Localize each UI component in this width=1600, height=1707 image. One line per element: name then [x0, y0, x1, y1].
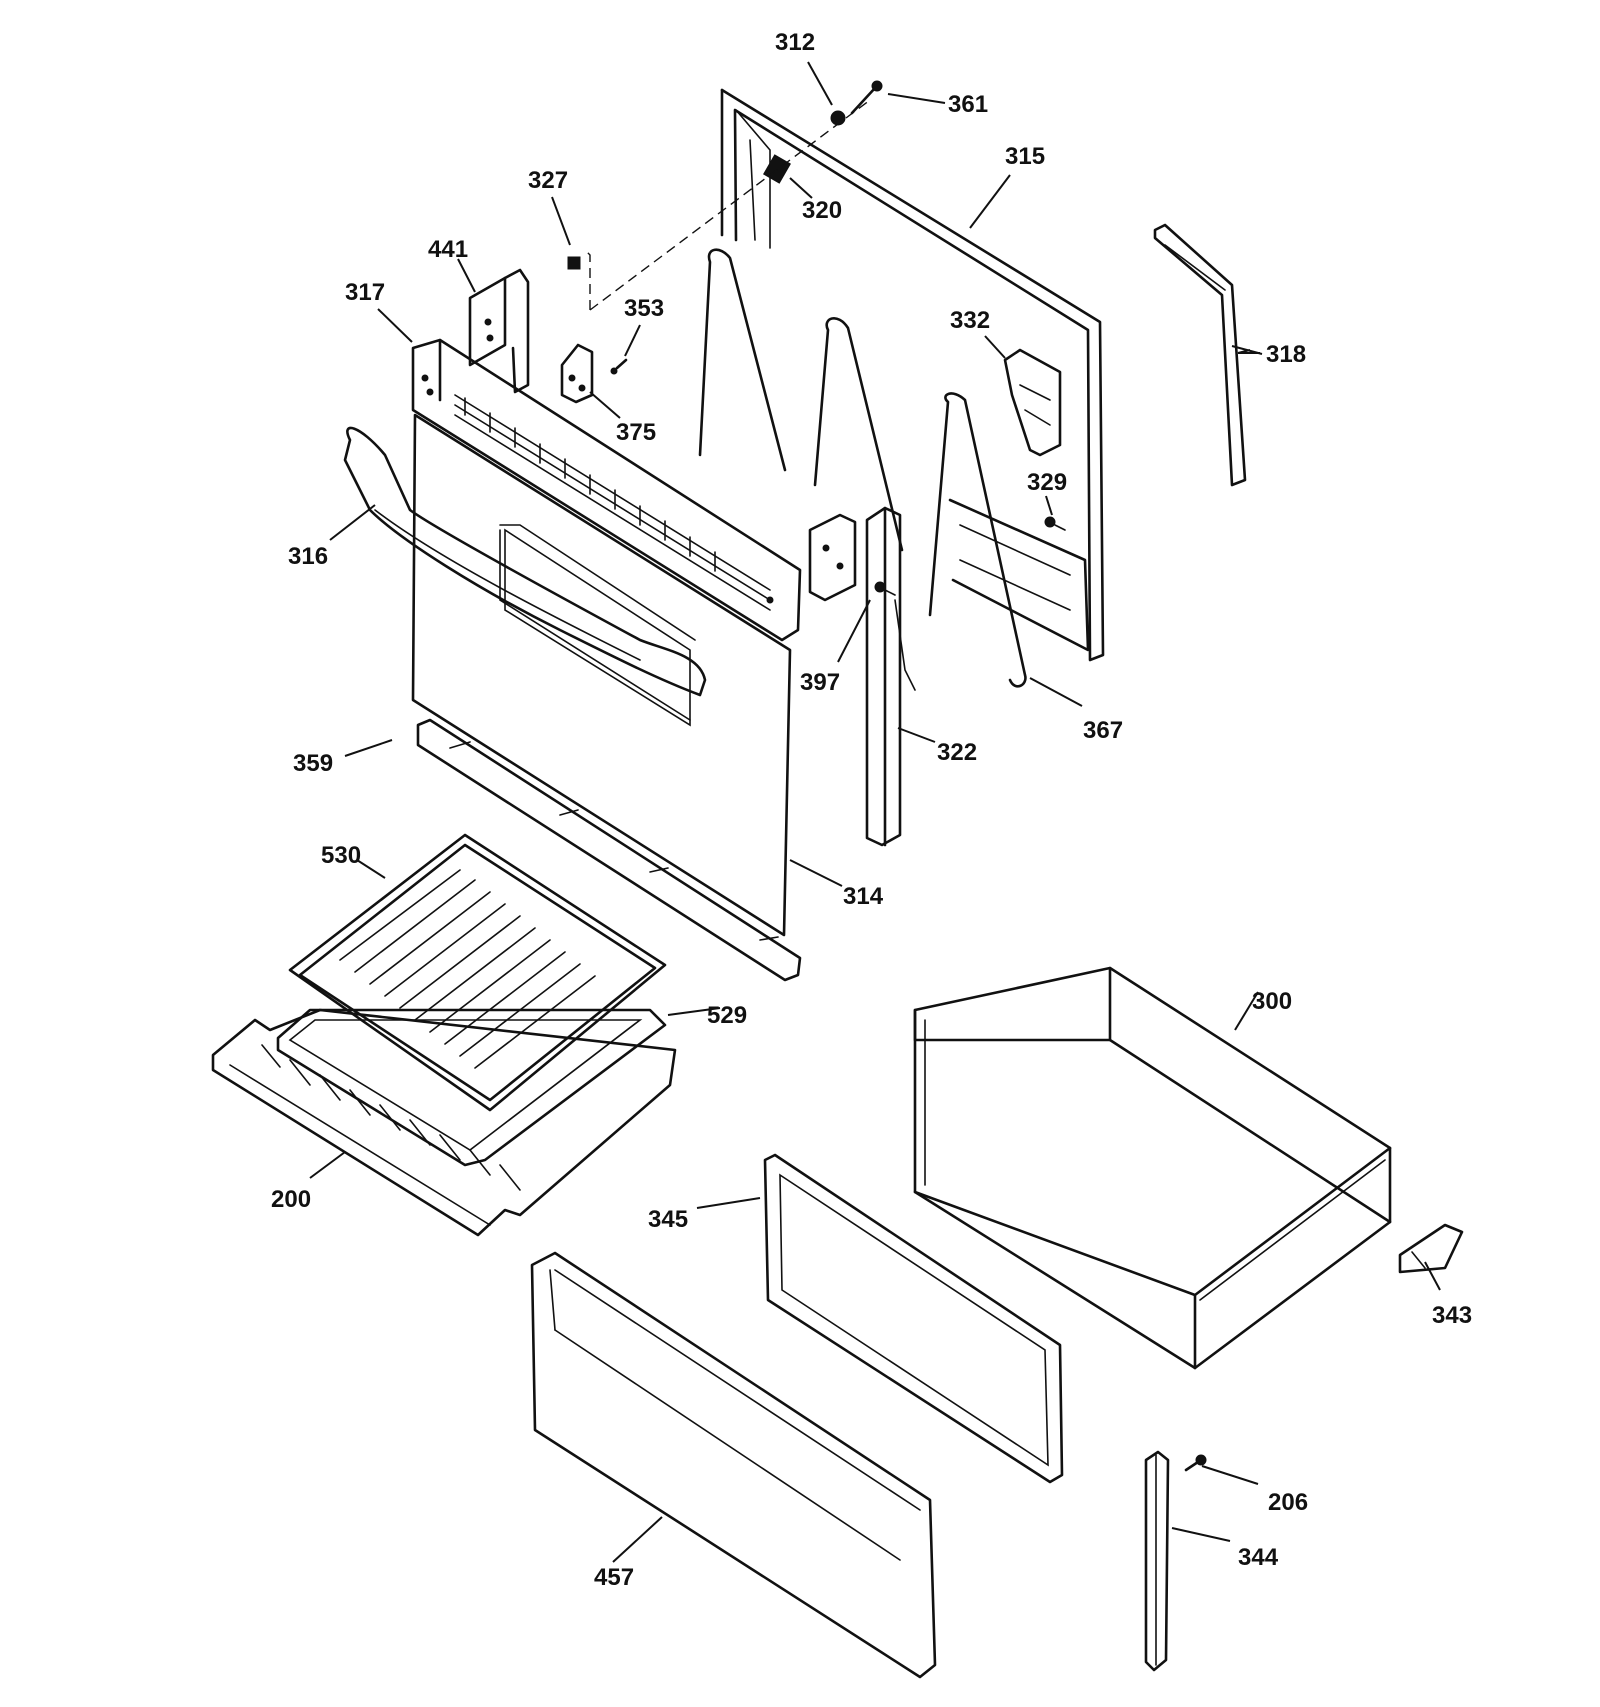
part-322-side-post: [808, 506, 902, 847]
callout-397: 397: [800, 669, 840, 696]
part-359-bottom-trim: [416, 718, 802, 982]
part-327-clip: [567, 256, 581, 270]
leader-lines: [309, 61, 1441, 1563]
callout-361: 361: [948, 91, 988, 118]
callout-320: 320: [802, 197, 842, 224]
callout-530: 530: [321, 842, 361, 869]
part-329-screw: [1044, 516, 1066, 531]
callout-359: 359: [293, 750, 333, 777]
part-353-screw: [610, 358, 628, 375]
callout-367: 367: [1083, 717, 1123, 744]
part-314-oven-door: [411, 413, 792, 937]
part-344-slide-bracket: [1144, 1450, 1170, 1672]
callout-345: 345: [648, 1206, 688, 1233]
callout-314: 314: [843, 883, 884, 910]
callout-316: 316: [288, 543, 328, 570]
callout-318: 318: [1266, 341, 1306, 368]
part-312-nut: [830, 110, 846, 126]
part-530-broiler-grid: [288, 833, 667, 1112]
part-206-screw: [1184, 1454, 1207, 1472]
callout-441: 441: [428, 236, 468, 263]
part-375-bracket: [560, 343, 594, 404]
callout-labels: 312 361 315 320 327 441 317 353 375 332 …: [271, 29, 1472, 1591]
part-318-side-trim: [1153, 223, 1247, 487]
part-343-drawer-glide: [1398, 1223, 1464, 1274]
callout-457: 457: [594, 1564, 634, 1591]
part-317-vent-trim: [411, 338, 802, 642]
callout-327: 327: [528, 167, 568, 194]
part-529-broiler-pan: [276, 1008, 667, 1167]
callout-353: 353: [624, 295, 664, 322]
part-361-screw: [850, 80, 883, 115]
part-332-bracket: [1003, 348, 1062, 457]
part-457-drawer-front: [530, 1251, 937, 1679]
callout-375: 375: [616, 419, 656, 446]
part-300-drawer-box: [913, 966, 1392, 1370]
part-441-hinge-bracket: [468, 268, 530, 394]
assembly-line: [584, 99, 871, 311]
callout-322: 322: [937, 739, 977, 766]
callout-329: 329: [1027, 469, 1067, 496]
part-316-door-handle: [343, 426, 707, 697]
part-315-oven-frame: [720, 88, 1105, 662]
callout-200: 200: [271, 1186, 311, 1213]
part-367-rack-supports: [698, 248, 1027, 691]
callout-332: 332: [950, 307, 990, 334]
callout-529: 529: [707, 1002, 747, 1029]
part-345-drawer-panel: [763, 1153, 1064, 1484]
callout-315: 315: [1005, 143, 1045, 170]
part-200-oven-rack: [211, 1008, 677, 1237]
callout-317: 317: [345, 279, 385, 306]
callout-343: 343: [1432, 1302, 1472, 1329]
callout-312: 312: [775, 29, 815, 56]
callout-300: 300: [1252, 988, 1292, 1015]
callout-344: 344: [1238, 1544, 1279, 1571]
callout-206: 206: [1268, 1489, 1308, 1516]
